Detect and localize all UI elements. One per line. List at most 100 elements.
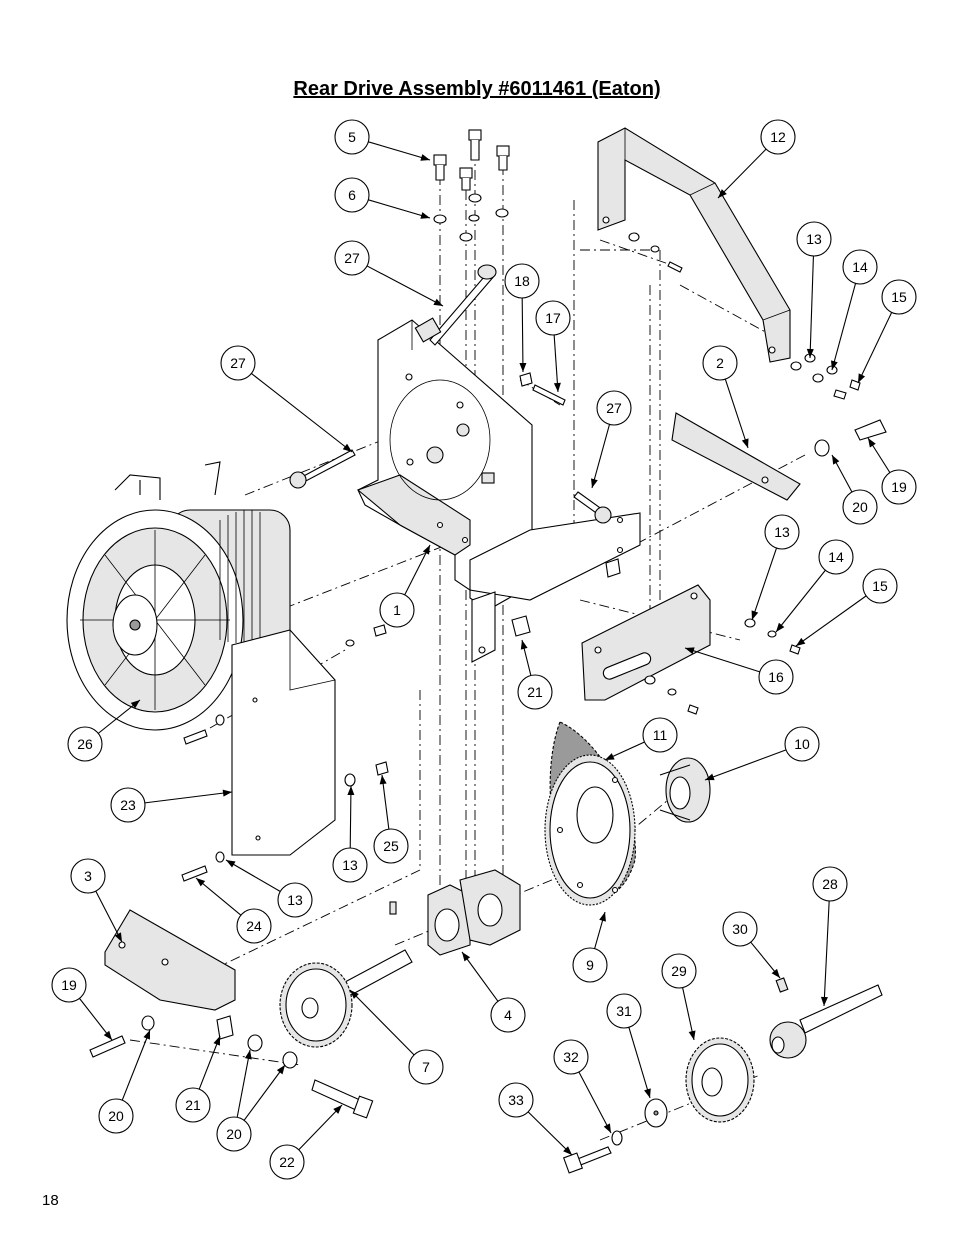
- callout-bubble: 21: [175, 1087, 211, 1123]
- callout-label: 11: [653, 727, 668, 743]
- callout-label: 21: [527, 684, 543, 700]
- callout-circle: [812, 866, 848, 902]
- callout-circle: [498, 1082, 534, 1118]
- callout-circle: [842, 249, 878, 285]
- callout-bubble: 31: [606, 993, 642, 1029]
- callout-bubble: 12: [760, 119, 796, 155]
- callout-circle: [408, 1049, 444, 1085]
- callout-bubble: 13: [332, 847, 368, 883]
- callout-arrowhead: [858, 373, 866, 383]
- callout-leader-line: [368, 141, 431, 161]
- callout-bubble: 13: [277, 882, 313, 918]
- callout-arrowhead: [644, 1088, 651, 1098]
- callout-label: 21: [185, 1097, 201, 1113]
- page-title: Rear Drive Assembly #6011461 (Eaton): [0, 78, 954, 101]
- callout-arrowhead: [350, 990, 359, 999]
- callout-bubble: 32: [553, 1039, 589, 1075]
- callout-arrowhead: [520, 640, 528, 650]
- callout-circle: [881, 469, 917, 505]
- callout-circle: [334, 177, 370, 213]
- part-26-pump-fan: [66, 461, 291, 731]
- callout-label: 19: [891, 479, 907, 495]
- callout-leader-line: [121, 1029, 151, 1101]
- part-29-gear: [685, 1037, 755, 1123]
- callout-label: 22: [279, 1154, 295, 1170]
- callout-bubble: 13: [764, 514, 800, 550]
- callout-bubble: 15: [862, 568, 898, 604]
- callout-label: 17: [545, 310, 561, 326]
- callout-circle: [334, 240, 370, 276]
- callout-label: 27: [344, 250, 360, 266]
- callout-label: 33: [508, 1092, 524, 1108]
- callout-leader-line: [251, 373, 353, 453]
- callout-arrowhead: [379, 775, 387, 785]
- callout-bubble: 20: [842, 489, 878, 525]
- callout-label: 20: [226, 1126, 242, 1142]
- callout-label: 1: [393, 602, 401, 618]
- callout-leader-line: [381, 774, 390, 830]
- callout-circle: [796, 221, 832, 257]
- callout-circle: [784, 726, 820, 762]
- callout-circle: [277, 882, 313, 918]
- part-10-hub: [659, 757, 711, 823]
- callout-arrowhead: [806, 348, 814, 358]
- callout-circle: [606, 993, 642, 1029]
- callout-label: 15: [891, 289, 907, 305]
- small-hardware: [89, 129, 887, 1069]
- callout-leader-line: [225, 859, 281, 892]
- callout-label: 25: [383, 838, 399, 854]
- callout-circle: [596, 390, 632, 426]
- callout-bubble: 5: [334, 119, 370, 155]
- callout-label: 6: [348, 187, 356, 203]
- callout-leader-line: [236, 1049, 251, 1118]
- callout-label: 20: [108, 1108, 124, 1124]
- callout-label: 10: [794, 736, 810, 752]
- callout-arrowhead: [244, 1050, 252, 1060]
- callout-arrowhead: [796, 637, 806, 646]
- callout-arrowhead: [420, 212, 430, 219]
- callout-circle: [764, 514, 800, 550]
- callout-bubble: 1: [379, 592, 415, 628]
- callout-circle: [332, 847, 368, 883]
- callout-label: 28: [822, 876, 838, 892]
- callout-label: 27: [606, 400, 622, 416]
- callout-circle: [504, 263, 540, 299]
- callout-label: 30: [732, 921, 748, 937]
- callout-circle: [175, 1087, 211, 1123]
- callout-label: 14: [828, 549, 844, 565]
- part-23-cover: [231, 629, 336, 856]
- callout-bubble: 17: [535, 300, 571, 336]
- callout-circle: [517, 674, 553, 710]
- callout-leader-line: [349, 785, 352, 849]
- part-3-bracket: [104, 909, 236, 1011]
- callout-bubble: 4: [490, 997, 526, 1033]
- callout-circle: [818, 539, 854, 575]
- callout-bubble: 23: [110, 787, 146, 823]
- callout-circle: [67, 726, 103, 762]
- callout-label: 13: [774, 524, 790, 540]
- callout-label: 29: [671, 963, 687, 979]
- callout-circle: [373, 828, 409, 864]
- callout-leader-line: [704, 749, 787, 781]
- callout-bubble: 16: [758, 659, 794, 695]
- callout-arrowhead: [226, 860, 236, 868]
- callout-arrowhead: [103, 1030, 112, 1040]
- callout-arrowhead: [213, 1036, 220, 1046]
- callout-circle: [758, 659, 794, 695]
- callout-leaders: [79, 141, 893, 1156]
- callout-bubble: 11: [642, 717, 678, 753]
- callout-circle: [702, 345, 738, 381]
- callout-label: 2: [716, 355, 724, 371]
- callout-arrowhead: [820, 996, 828, 1006]
- callout-bubble: 21: [517, 674, 553, 710]
- callout-circle: [553, 1039, 589, 1075]
- callout-leader-line: [195, 877, 242, 916]
- callout-circle: [862, 568, 898, 604]
- callout-bubble: 6: [334, 177, 370, 213]
- callout-leader-line: [198, 1035, 221, 1090]
- callout-circle: [269, 1144, 305, 1180]
- part-22-bolt: [311, 1079, 374, 1119]
- callout-leader-line: [298, 1104, 343, 1151]
- callout-circle: [490, 997, 526, 1033]
